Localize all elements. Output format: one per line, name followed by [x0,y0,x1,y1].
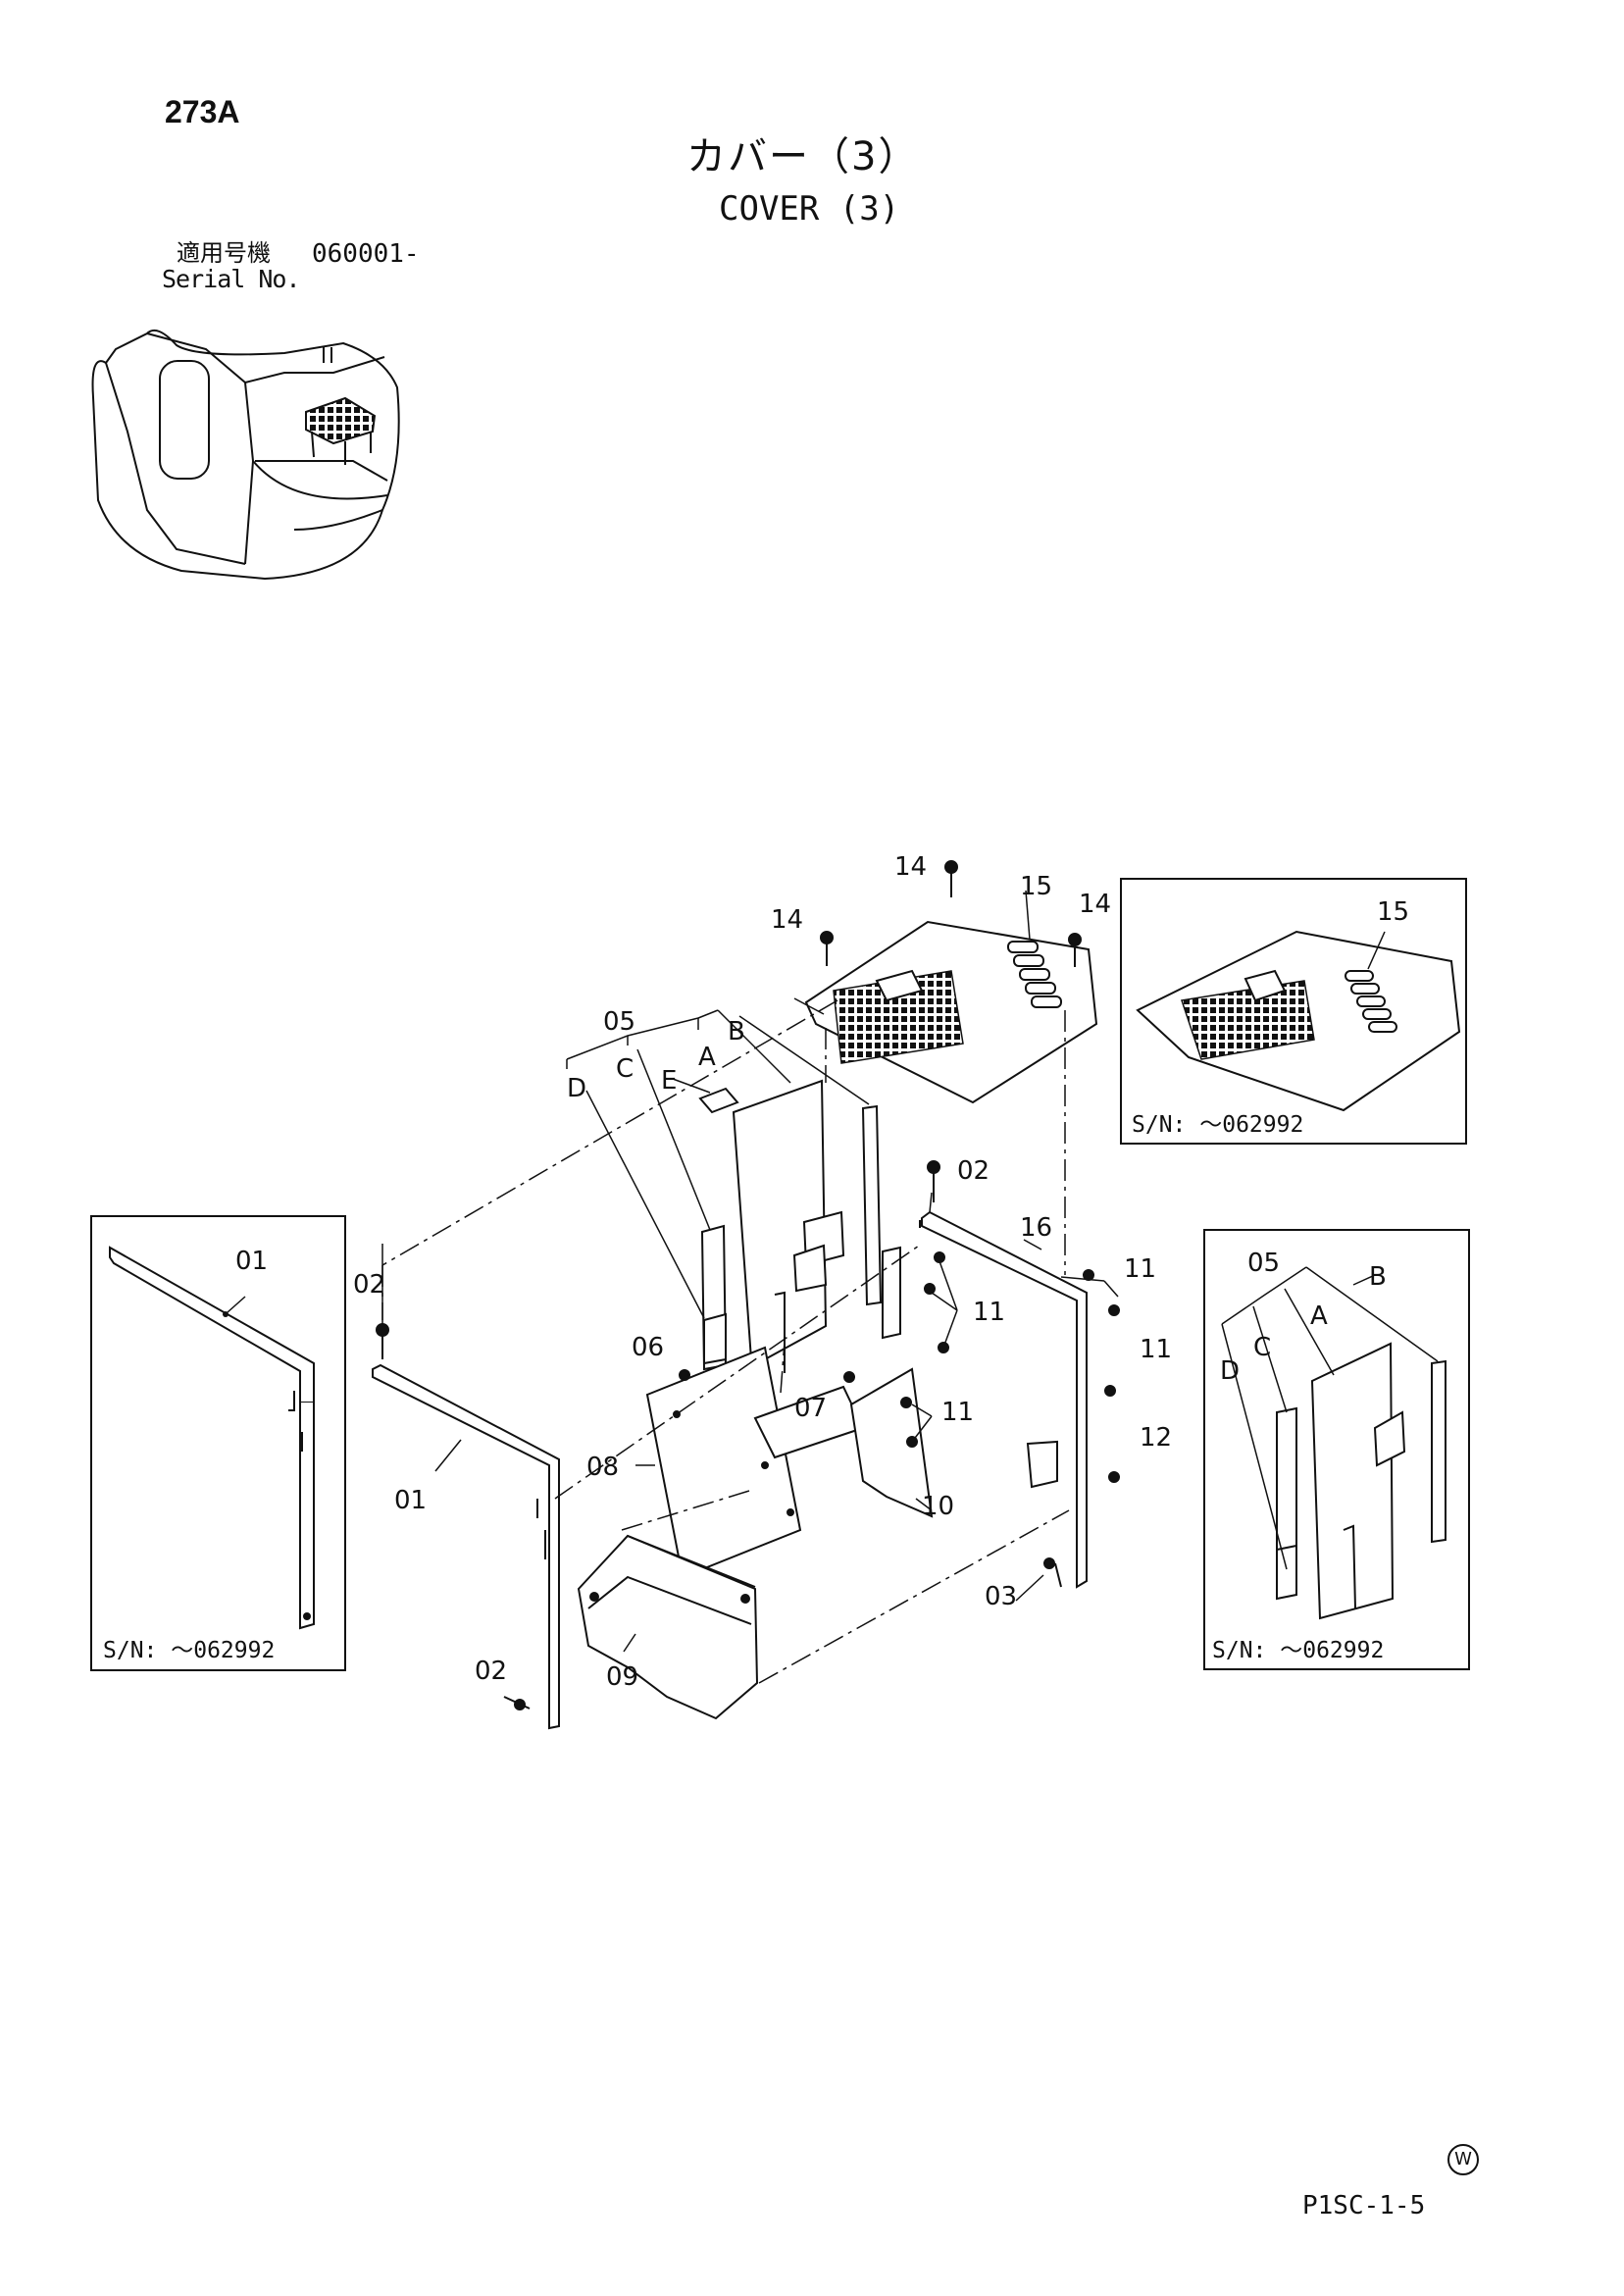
callout-01: 01 [394,1486,427,1515]
inset-05-callout-A: A [1310,1301,1328,1331]
callout-12: 12 [1140,1423,1172,1453]
callout-D: D [567,1074,586,1103]
title-english: COVER (3) [719,189,900,229]
callout-11-d: 11 [941,1398,974,1427]
inset-frame-15 [1120,878,1467,1145]
callout-14-top: 14 [894,852,927,882]
inset-15-sn-label: S/N: ～062992 [1132,1112,1303,1138]
inset-05-callout-D: D [1220,1356,1240,1386]
callout-C: C [616,1054,634,1084]
callout-11-b: 11 [973,1298,1005,1327]
callout-14-left: 14 [771,905,803,935]
callouts-insets: 01 15 05 A B C D S/N: ～062992 S/N: ～0629… [103,897,1409,1663]
callout-02-bottom: 02 [475,1657,507,1686]
callout-07: 07 [794,1394,827,1423]
callout-02-left: 02 [353,1270,385,1300]
highlighted-cover-location [305,396,377,465]
main-exploded-view [372,860,1120,1730]
callout-E: E [661,1066,677,1096]
callout-B: B [728,1017,745,1046]
callouts-main: 14 14 14 15 05 A B C D E 02 16 11 11 11 … [353,852,1172,1692]
callout-11-c: 11 [1140,1335,1172,1364]
inset-01-callout: 01 [235,1247,268,1276]
callout-15: 15 [1020,872,1052,901]
title-japanese: カバー（3） [686,134,920,179]
inset-01-sn-label: S/N: ～062992 [103,1638,275,1663]
callout-08: 08 [586,1453,619,1482]
footer-circle-mark: W [1447,2144,1479,2175]
callout-14-right: 14 [1079,890,1111,919]
callout-A: A [698,1043,716,1072]
callout-10: 10 [922,1492,954,1521]
inset-05-callout: 05 [1247,1249,1280,1278]
inset-frame-05 [1203,1229,1470,1670]
inset-05-callout-B: B [1369,1262,1387,1292]
callout-02-mid: 02 [957,1156,990,1186]
serial-value: 060001- [312,239,420,269]
inset-05-sn-label: S/N: ～062992 [1212,1638,1384,1663]
serial-label-japanese: 適用号機 [177,239,271,267]
callout-09: 09 [606,1662,638,1692]
inset-05-callout-C: C [1253,1333,1271,1362]
inset-frame-01 [90,1215,346,1671]
page-id: 273A [165,94,240,129]
callout-11-a: 11 [1124,1254,1156,1284]
callout-16: 16 [1020,1213,1052,1243]
inset-15-callout: 15 [1377,897,1409,927]
callout-06: 06 [632,1333,664,1362]
callout-03: 03 [985,1582,1017,1611]
serial-label-english: Serial No. [162,265,301,293]
callout-05: 05 [603,1007,635,1037]
excavator-locator-sketch [91,330,400,581]
footer-page-code: P1SC-1-5 [1302,2191,1426,2220]
leader-lines [381,890,1119,1684]
